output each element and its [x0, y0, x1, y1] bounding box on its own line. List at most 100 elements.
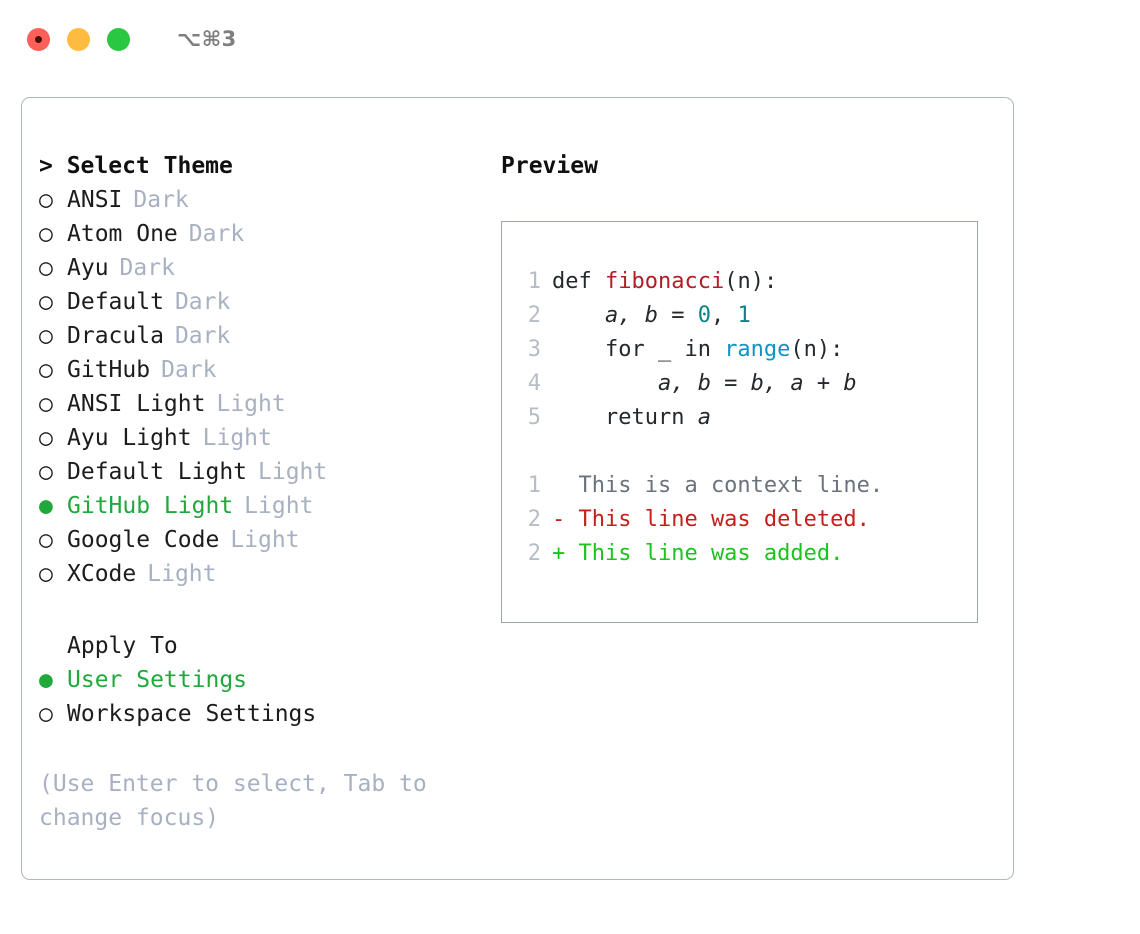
radio-unselected-icon: ○	[39, 187, 53, 213]
code-line: 1 This is a context line.	[502, 469, 977, 503]
code-token-kw: def	[552, 269, 605, 294]
close-button[interactable]	[27, 27, 50, 51]
code-line: 2 a, b = 0, 1	[502, 299, 977, 333]
apply-to-option-user-settings[interactable]: ● User Settings	[39, 663, 469, 697]
theme-option-tag: Dark	[174, 323, 231, 349]
theme-option-label: GitHub	[67, 357, 151, 383]
apply-to-option-workspace-settings[interactable]: ○ Workspace Settings	[39, 697, 469, 731]
code-token-kw: for _ in	[552, 337, 725, 362]
minimize-button[interactable]	[67, 27, 90, 51]
theme-option-github-light[interactable]: ● GitHub Light Light	[39, 489, 469, 523]
theme-option-label: GitHub Light	[67, 493, 234, 519]
code-line-content: + This line was added.	[552, 537, 843, 571]
code-line: 3 for _ in range(n):	[502, 333, 977, 367]
line-number: 4	[527, 371, 541, 396]
code-line: 2 + This line was added.	[502, 537, 977, 571]
apply-to-section: Apply To ● User Settings ○ Workspace Settin…	[39, 629, 469, 731]
line-number: 1	[527, 473, 541, 498]
radio-unselected-icon: ○	[39, 221, 53, 247]
radio-unselected-icon: ○	[39, 255, 53, 281]
theme-option-label: Ayu	[67, 255, 109, 281]
line-number: 5	[527, 405, 541, 430]
theme-option-tag: Dark	[161, 357, 217, 383]
apply-to-option-label: User Settings	[67, 667, 248, 693]
radio-unselected-icon: ○	[39, 701, 53, 727]
code-line-content: a, b = b, a + b	[552, 367, 857, 401]
radio-unselected-icon: ○	[39, 357, 53, 383]
theme-option-label: Ayu Light	[67, 425, 192, 451]
line-number	[513, 435, 541, 469]
code-token-plain: ,	[710, 303, 738, 328]
theme-option-label: Atom One	[67, 221, 178, 247]
code-token-var: a, b =	[552, 303, 698, 328]
select-theme-header: > Select Theme	[39, 153, 233, 179]
theme-option-dracula[interactable]: ○ Dracula Dark	[39, 319, 469, 353]
theme-option-label: Default Light	[67, 459, 248, 485]
preview-header: Preview	[501, 153, 598, 179]
code-line-content: return a	[552, 401, 711, 435]
code-line-content: a, b = 0, 1	[552, 299, 751, 333]
radio-selected-icon: ●	[39, 667, 53, 693]
theme-option-ayu-light[interactable]: ○ Ayu Light Light	[39, 421, 469, 455]
line-number: 2	[527, 541, 541, 566]
code-line-content: This is a context line.	[552, 469, 883, 503]
line-number: 3	[527, 337, 541, 362]
code-token-fn: fibonacci	[604, 269, 725, 294]
code-line-content: - This line was deleted.	[552, 503, 870, 537]
theme-option-label: ANSI Light	[67, 391, 206, 417]
zoom-button[interactable]	[107, 27, 130, 51]
code-token-builtin: range	[724, 337, 791, 362]
theme-option-label: Dracula	[67, 323, 164, 349]
theme-option-tag: Dark	[174, 289, 231, 315]
code-line	[502, 435, 977, 469]
radio-selected-icon: ●	[39, 493, 53, 519]
keyboard-shortcut-label: ⌥⌘3	[177, 27, 237, 51]
radio-unselected-icon: ○	[39, 289, 53, 315]
theme-option-tag: Light	[202, 425, 272, 451]
apply-to-header: Apply To	[67, 633, 178, 659]
theme-option-tag: Dark	[119, 255, 175, 281]
code-token-var: a	[697, 405, 711, 430]
line-number: 2	[527, 303, 541, 328]
theme-option-tag: Light	[230, 527, 300, 553]
apply-to-option-label: Workspace Settings	[67, 701, 317, 727]
code-line: 1 def fibonacci(n):	[502, 265, 977, 299]
line-number: 1	[527, 269, 541, 294]
window-controls	[27, 27, 130, 51]
theme-option-tag: Light	[258, 459, 328, 485]
theme-option-ayu[interactable]: ○ Ayu Dark	[39, 251, 469, 285]
radio-unselected-icon: ○	[39, 561, 53, 587]
code-token-num: 1	[737, 303, 751, 328]
theme-option-tag: Light	[216, 391, 286, 417]
theme-option-tag: Light	[147, 561, 217, 587]
theme-option-label: Google Code	[67, 527, 220, 553]
theme-option-github[interactable]: ○ GitHub Dark	[39, 353, 469, 387]
theme-option-atom-one[interactable]: ○ Atom One Dark	[39, 217, 469, 251]
theme-option-tag: Dark	[133, 187, 189, 213]
theme-option-tag: Dark	[188, 221, 245, 247]
code-token-del: - This line was deleted.	[552, 507, 870, 532]
radio-unselected-icon: ○	[39, 425, 53, 451]
theme-option-label: XCode	[67, 561, 137, 587]
theme-option-tag: Light	[244, 493, 314, 519]
theme-option-xcode[interactable]: ○ XCode Light	[39, 557, 469, 591]
apply-to-list[interactable]: ● User Settings ○ Workspace Settings	[39, 663, 469, 731]
code-token-kw: return	[552, 405, 698, 430]
code-token-add: + This line was added.	[552, 541, 844, 566]
radio-unselected-icon: ○	[39, 323, 53, 349]
code-token-plain: (n):	[724, 269, 778, 294]
code-line: 5 return a	[502, 401, 977, 435]
keyboard-hint-text: (Use Enter to select, Tab to change focu…	[39, 771, 441, 831]
title-bar: ⌥⌘3	[0, 0, 1140, 78]
